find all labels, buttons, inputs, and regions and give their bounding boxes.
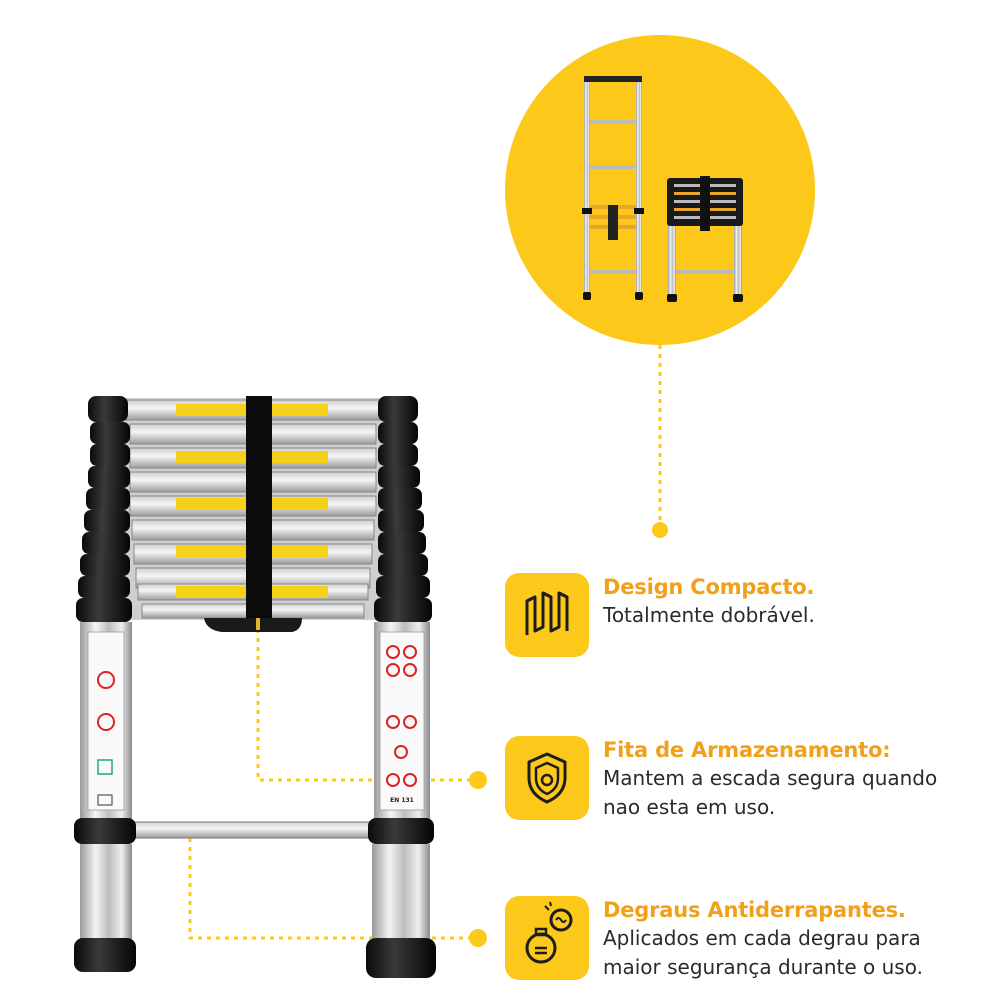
- left-bottom-tube: [80, 844, 132, 944]
- feature-text: Degraus Antiderrapantes. Aplicados em ca…: [603, 896, 993, 982]
- bottom-rung: [129, 821, 377, 839]
- feature-text: Design Compacto. Totalmente dobrável.: [603, 573, 993, 630]
- feature-description-line: Aplicados em cada degrau para: [603, 926, 921, 950]
- collapsed-ladder-image: [667, 176, 743, 302]
- feature-title: Design Compacto.: [603, 575, 815, 599]
- zigzag-compact-icon: [525, 591, 569, 635]
- left-stile-caps: [76, 396, 132, 622]
- product-circle: [505, 35, 815, 345]
- feature-badge: [505, 573, 589, 657]
- left-foot: [74, 938, 136, 972]
- feature-description-line: maior segurança durante o uso.: [603, 955, 923, 979]
- connector-dot-compact: [652, 522, 668, 538]
- connector-rungs: [188, 838, 478, 940]
- connector-dot-strap: [469, 771, 487, 789]
- shield-storage-icon: [527, 752, 567, 804]
- right-clamp: [368, 818, 434, 844]
- right-stile-caps: [374, 396, 432, 622]
- left-clamp: [74, 818, 136, 844]
- feature-title: Fita de Armazenamento:: [603, 738, 891, 762]
- extended-ladder-image: [582, 76, 644, 300]
- feature-text: Fita de Armazenamento: Mantem a escada s…: [603, 736, 993, 822]
- feature-anti-slip-rungs: Degraus Antiderrapantes. Aplicados em ca…: [505, 896, 985, 986]
- feature-compact-design: Design Compacto. Totalmente dobrável.: [505, 573, 985, 663]
- right-bottom-tube: [372, 844, 430, 944]
- feature-badge: [505, 896, 589, 980]
- right-foot: [366, 938, 436, 978]
- left-warning-label: [87, 631, 125, 811]
- en131-label: EN 131: [390, 797, 414, 804]
- feature-storage-strap: Fita de Armazenamento: Mantem a escada s…: [505, 736, 985, 826]
- anti-slip-bomb-icon: [525, 901, 573, 964]
- connector-strap: [256, 620, 478, 782]
- connector-dot-rungs: [469, 929, 487, 947]
- main-ladder-image: EN 131: [74, 396, 436, 978]
- feature-description-line: Totalmente dobrável.: [603, 603, 815, 627]
- feature-title: Degraus Antiderrapantes.: [603, 898, 906, 922]
- feature-description-line: nao esta em uso.: [603, 795, 776, 819]
- storage-strap: [204, 396, 302, 632]
- feature-badge: [505, 736, 589, 820]
- feature-description-line: Mantem a escada segura quando: [603, 766, 938, 790]
- right-warning-label: EN 131: [379, 631, 425, 811]
